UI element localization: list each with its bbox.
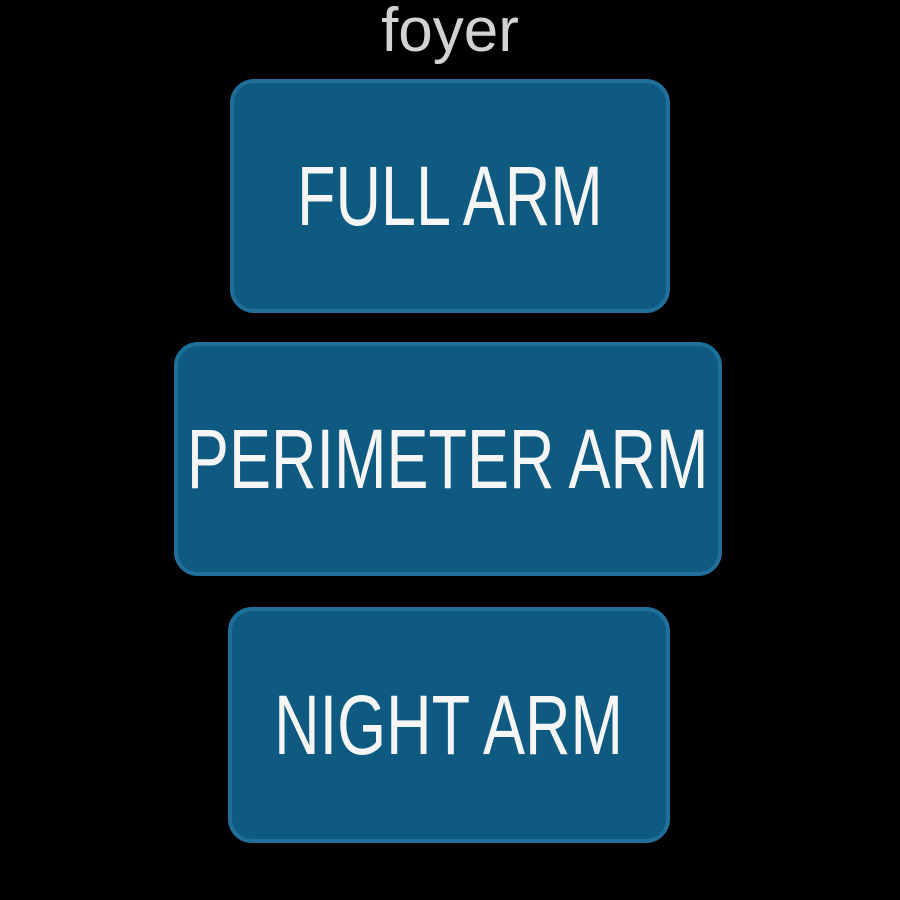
- full-arm-button-label: FULL ARM: [297, 149, 603, 243]
- night-arm-button-label: NIGHT ARM: [274, 678, 624, 772]
- night-arm-button[interactable]: NIGHT ARM: [228, 607, 670, 843]
- page-title: foyer: [381, 0, 519, 65]
- perimeter-arm-button-label: PERIMETER ARM: [187, 412, 709, 506]
- perimeter-arm-button[interactable]: PERIMETER ARM: [174, 342, 722, 576]
- full-arm-button[interactable]: FULL ARM: [230, 79, 670, 313]
